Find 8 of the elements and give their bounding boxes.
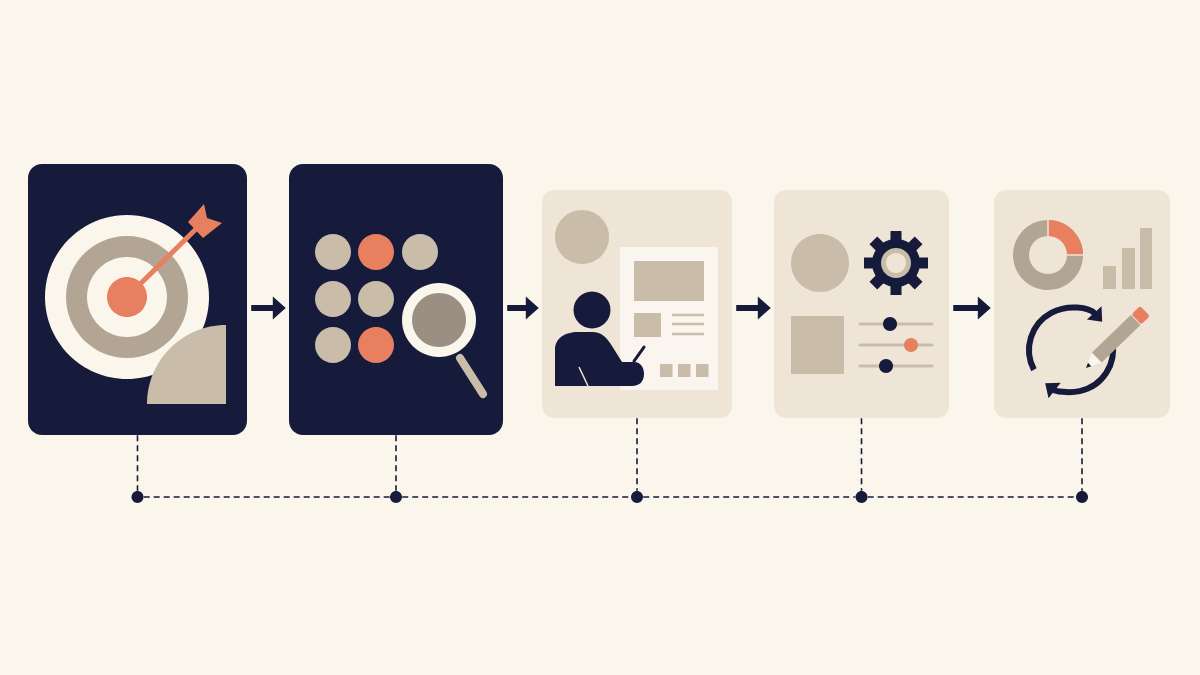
dashed-line — [1081, 417, 1083, 492]
dashed-line — [636, 417, 638, 492]
dashed-line — [866, 496, 1077, 498]
dashed-line — [860, 417, 863, 492]
dashed-line — [642, 496, 857, 498]
dashed-line — [142, 496, 391, 498]
dashed-line — [395, 434, 397, 492]
dashed-line — [136, 434, 139, 492]
